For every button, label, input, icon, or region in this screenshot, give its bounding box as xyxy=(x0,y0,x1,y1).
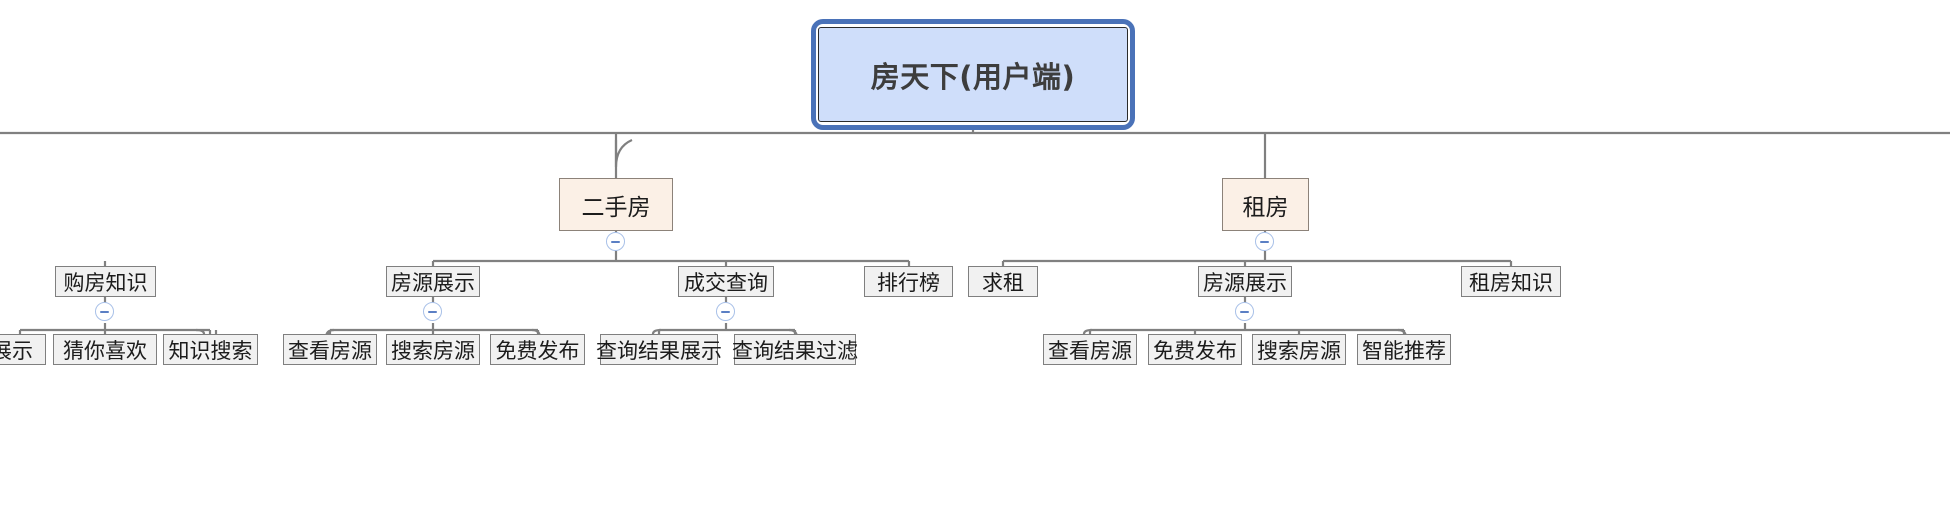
node-zufangzhishi[interactable]: 租房知识 xyxy=(1461,266,1561,297)
node-goufangzhishi[interactable]: 购房知识 xyxy=(55,266,156,297)
toggle-collapse-chengjiaochaxun[interactable] xyxy=(716,302,735,321)
node-ershoufang-fangyuanzhanshi[interactable]: 房源展示 xyxy=(386,266,480,297)
minus-icon xyxy=(611,240,620,243)
minus-icon xyxy=(428,310,437,313)
minus-icon xyxy=(721,310,730,313)
node-chengjiaochaxun[interactable]: 成交查询 xyxy=(678,266,774,297)
minus-icon xyxy=(1260,240,1269,243)
toggle-collapse-zufang-fangyuanzhanshi[interactable] xyxy=(1235,302,1254,321)
leaf-zufang-sousuofangyuan[interactable]: 搜索房源 xyxy=(1252,334,1346,365)
toggle-collapse-goufangzhishi[interactable] xyxy=(95,302,114,321)
leaf-chaxunjieguozhanshi[interactable]: 查询结果展示 xyxy=(596,334,722,365)
leaf-zhanshi-clipped[interactable]: 展示 xyxy=(0,334,46,365)
node-zufang[interactable]: 租房 xyxy=(1222,178,1309,231)
leaf-ershoufang-chakanfangyuan[interactable]: 查看房源 xyxy=(283,334,377,365)
leaf-cainixihuan[interactable]: 猜你喜欢 xyxy=(53,334,157,365)
leaf-zufang-zhinengtuijian[interactable]: 智能推荐 xyxy=(1357,334,1451,365)
toggle-collapse-ershoufang-fangyuanzhanshi[interactable] xyxy=(423,302,442,321)
leaf-chaxunjieguoguolv[interactable]: 查询结果过滤 xyxy=(732,334,858,365)
minus-icon xyxy=(100,310,109,313)
toggle-collapse-ershoufang[interactable] xyxy=(606,232,625,251)
node-ershoufang[interactable]: 二手房 xyxy=(559,178,673,231)
node-qiuzu[interactable]: 求租 xyxy=(968,266,1038,297)
root-selection-outline xyxy=(811,19,1135,130)
leaf-ershoufang-mianfeifabu[interactable]: 免费发布 xyxy=(490,334,585,365)
node-paihangbang[interactable]: 排行榜 xyxy=(864,266,953,297)
leaf-zufang-mianfeifabu[interactable]: 免费发布 xyxy=(1148,334,1242,365)
leaf-ershoufang-sousuofangyuan[interactable]: 搜索房源 xyxy=(386,334,480,365)
minus-icon xyxy=(1240,310,1249,313)
toggle-collapse-zufang[interactable] xyxy=(1255,232,1274,251)
leaf-zufang-chakanfangyuan[interactable]: 查看房源 xyxy=(1043,334,1137,365)
node-root[interactable]: 房天下(用户端) xyxy=(818,27,1128,122)
node-zufang-fangyuanzhanshi[interactable]: 房源展示 xyxy=(1198,266,1292,297)
leaf-zhishisousuo[interactable]: 知识搜索 xyxy=(163,334,258,365)
